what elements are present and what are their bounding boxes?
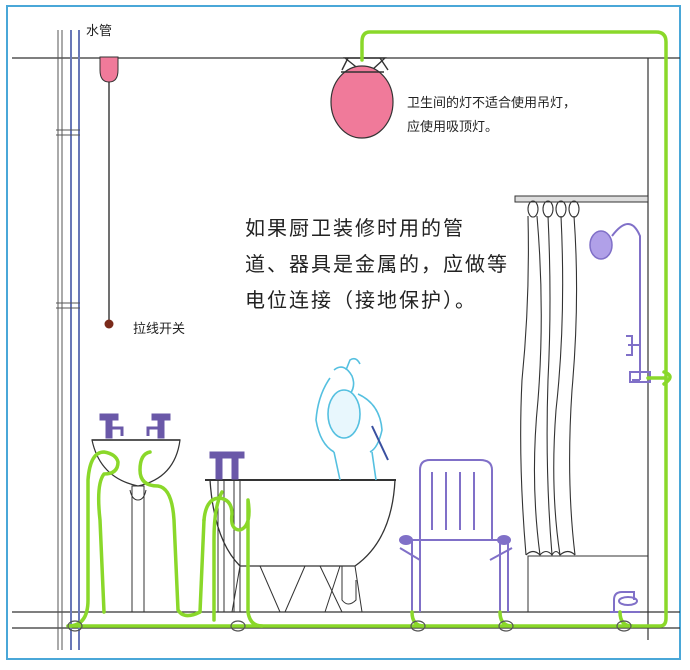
radiator [399,459,513,612]
person-bathing-icon [315,357,389,481]
bathtub [205,451,396,613]
shower-base [527,555,649,613]
floor-drain-icon [610,591,640,613]
water-pipe [70,30,80,650]
lamp-note: 卫生间的灯不适合使用吊灯， 应使用吸顶灯。 [407,96,577,135]
shower-curtain [514,195,649,556]
shower-head-icon [611,223,641,381]
ground-wire [66,30,672,628]
main-caption: 如果厨卫装修时用的管 道、器具是金属的，应做等 电位连接（接地保护）。 [245,216,509,312]
shower-nozzle-icon [589,230,613,260]
washbasin [91,413,181,613]
pendant-lamp-icon [330,57,394,139]
water-pipe-label: 水管 [86,24,113,39]
pull-switch [99,56,119,329]
pull-switch-label: 拉线开关 [133,322,186,337]
bonding-clamps [67,620,632,632]
wall-conduit [56,30,80,650]
radiator-valves-icon [399,535,511,545]
